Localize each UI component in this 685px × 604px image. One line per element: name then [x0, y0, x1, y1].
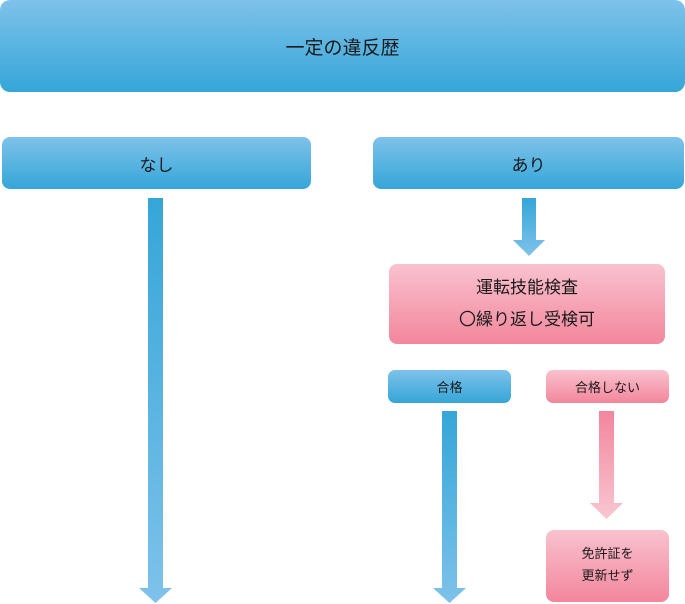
arrow-yes-to-test	[513, 198, 545, 256]
result-pass-label: 合格	[436, 381, 463, 396]
top-condition-box: 一定の違反歴	[0, 0, 685, 92]
no-renewal-line2: 更新せず	[581, 569, 634, 584]
test-note: 〇繰り返し受検可	[459, 310, 595, 330]
arrow-pass-down	[433, 411, 466, 603]
arrow-fail-down	[590, 411, 623, 519]
branch-none-box: なし	[2, 137, 311, 189]
no-renewal-box: 免許証を 更新せず	[546, 530, 669, 602]
driving-skill-test-box: 運転技能検査 〇繰り返し受検可	[389, 264, 665, 344]
no-renewal-line1: 免許証を	[581, 547, 634, 562]
top-title: 一定の違反歴	[285, 36, 400, 59]
branch-none-label: なし	[139, 155, 174, 176]
result-pass-box: 合格	[388, 370, 511, 403]
result-fail-box: 合格しない	[546, 370, 669, 403]
branch-yes-label: あり	[511, 155, 546, 176]
branch-yes-box: あり	[373, 137, 684, 189]
test-title: 運転技能検査	[476, 278, 578, 298]
arrow-none-down	[139, 198, 172, 603]
result-fail-label: 合格しない	[574, 381, 640, 396]
